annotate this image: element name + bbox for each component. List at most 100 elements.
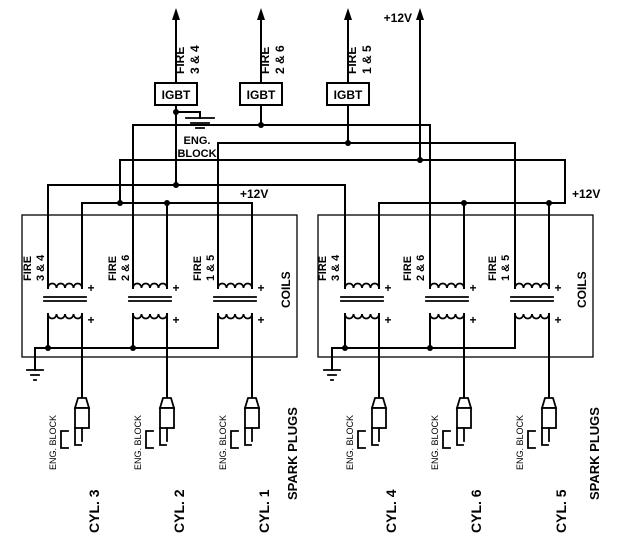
transformer-icon: [510, 282, 554, 399]
svg-text:2 & 6: 2 & 6: [120, 255, 132, 281]
svg-text:1 & 5: 1 & 5: [205, 255, 217, 281]
spark-plug-icon: [442, 397, 472, 449]
coils-label: COILS: [575, 271, 589, 308]
junction-dot: [173, 182, 179, 188]
transformer-icon: [43, 282, 87, 399]
junction-dot: [45, 345, 51, 351]
ground-icon-right: [323, 369, 341, 381]
fire-coil-label-1: FIRE 3 & 4: [22, 254, 47, 281]
cyl-label-3: CYL. 1: [256, 489, 272, 533]
coil-pack-box: [21, 214, 298, 358]
coil-pack-right: COILS FIRE 3 & 4 FIRE 2 & 6 FIRE 1 & 5 +…: [317, 214, 602, 533]
junction-dot: [345, 140, 351, 146]
svg-text:FIRE: FIRE: [192, 256, 204, 281]
fire-label-line1: FIRE: [173, 47, 187, 74]
bus-12v-main: [119, 159, 566, 289]
svg-text:COILS: COILS: [279, 271, 293, 308]
transformer-icon: [213, 282, 257, 399]
plus-terminal-label: +: [384, 281, 391, 295]
bus-fire-2-6: [132, 124, 431, 289]
junction-dot: [117, 200, 123, 206]
junction-dots: [45, 109, 552, 351]
igbt-label: IGBT: [162, 88, 191, 102]
eng-block-label-line2: BLOCK: [177, 148, 216, 160]
plug-eng-block-label-5: ENG. BLOCK: [430, 415, 440, 470]
junction-dot: [342, 345, 348, 351]
plus-terminal-label: +: [172, 313, 179, 327]
plug-eng-block-label-2: ENG. BLOCK: [133, 415, 143, 470]
svg-text:1 & 5: 1 & 5: [500, 255, 512, 281]
coils-label: COILS: [279, 271, 293, 308]
svg-text:CYL. 4: CYL. 4: [383, 489, 399, 533]
fire-arrow-2: [257, 8, 265, 84]
spark-plugs-label: SPARK PLUGS: [587, 407, 602, 500]
fire-label-line2: 1 & 5: [360, 45, 374, 74]
arrow-up-icon: [257, 8, 265, 20]
plus-terminal-label: +: [469, 313, 476, 327]
igbt-box-2: IGBT: [239, 82, 283, 106]
svg-text:2 & 6: 2 & 6: [415, 255, 427, 281]
plus-terminal-label: +: [257, 281, 264, 295]
junction-dot: [546, 200, 552, 206]
spark-plug-icon: [145, 397, 175, 449]
plus-terminal-label: +: [554, 281, 561, 295]
power-label-top: +12V: [384, 11, 412, 25]
coil-pack-box: [317, 214, 594, 358]
spark-plugs-label: SPARK PLUGS: [285, 407, 300, 500]
plus-terminal-label: +: [87, 281, 94, 295]
svg-text:COILS: COILS: [575, 271, 589, 308]
plus-terminal-label: +: [554, 313, 561, 327]
fire-coil-label-2: FIRE 2 & 6: [107, 255, 132, 281]
ground-icon-top: [175, 111, 215, 129]
cyl-label-4: CYL. 4: [383, 489, 399, 533]
plus-terminal-label: +: [257, 313, 264, 327]
svg-text:SPARK PLUGS: SPARK PLUGS: [587, 407, 602, 500]
arrow-up-icon: [416, 8, 424, 20]
fire-coil-label-3: FIRE 1 & 5: [192, 255, 217, 281]
arrow-up-icon: [172, 8, 180, 20]
junction-dot: [258, 122, 264, 128]
plus-terminal-label: +: [469, 281, 476, 295]
fire-signal-label-2: FIRE 2 & 6: [258, 45, 287, 74]
secondary-ground-bus: [34, 347, 219, 371]
fire-signal-label-3: FIRE 1 & 5: [345, 45, 374, 74]
fire-signal-label-1: FIRE 3 & 4: [173, 45, 202, 74]
power-label-mid-left: +12V: [240, 187, 268, 201]
cyl-label-6: CYL. 6: [468, 489, 484, 533]
fire-label-line2: 3 & 4: [188, 45, 202, 74]
transformer-icon: [340, 282, 384, 399]
svg-text:ENG. BLOCK: ENG. BLOCK: [430, 415, 440, 470]
cyl-label-5: CYL. 5: [553, 489, 569, 533]
plug-eng-block-label-3: ENG. BLOCK: [218, 415, 228, 470]
plus-terminal-label: +: [87, 313, 94, 327]
igbt-box-1: IGBT: [154, 82, 198, 106]
spark-plug-icon: [357, 397, 387, 449]
eng-block-label-line1: ENG.: [184, 135, 211, 147]
igbt-label: IGBT: [334, 88, 363, 102]
cyl-label-2: CYL. 2: [171, 489, 187, 533]
svg-text:FIRE: FIRE: [107, 256, 119, 281]
plug-eng-block-label-6: ENG. BLOCK: [515, 415, 525, 470]
arrow-up-icon: [344, 8, 352, 20]
plus-terminal-label: +: [384, 313, 391, 327]
junction-dot: [427, 345, 433, 351]
spark-plug-icon: [60, 397, 90, 449]
spark-plug-icon: [230, 397, 260, 449]
svg-text:ENG. BLOCK: ENG. BLOCK: [133, 415, 143, 470]
svg-text:CYL. 3: CYL. 3: [86, 489, 102, 533]
plus-terminal-label: +: [172, 281, 179, 295]
transformer-icon: [425, 282, 469, 399]
cyl-label-1: CYL. 3: [86, 489, 102, 533]
plug-eng-block-label-1: ENG. BLOCK: [48, 415, 58, 470]
fire-coil-label-5: FIRE 2 & 6: [402, 255, 427, 281]
fire-label-line2: 2 & 6: [273, 45, 287, 74]
igbt-box-3: IGBT: [326, 82, 370, 106]
svg-text:FIRE: FIRE: [317, 256, 329, 281]
svg-text:FIRE: FIRE: [402, 256, 414, 281]
fire-arrow-3: [344, 8, 352, 84]
power-arrow: [416, 8, 424, 161]
junction-dot: [130, 345, 136, 351]
svg-text:3 & 4: 3 & 4: [35, 254, 47, 281]
